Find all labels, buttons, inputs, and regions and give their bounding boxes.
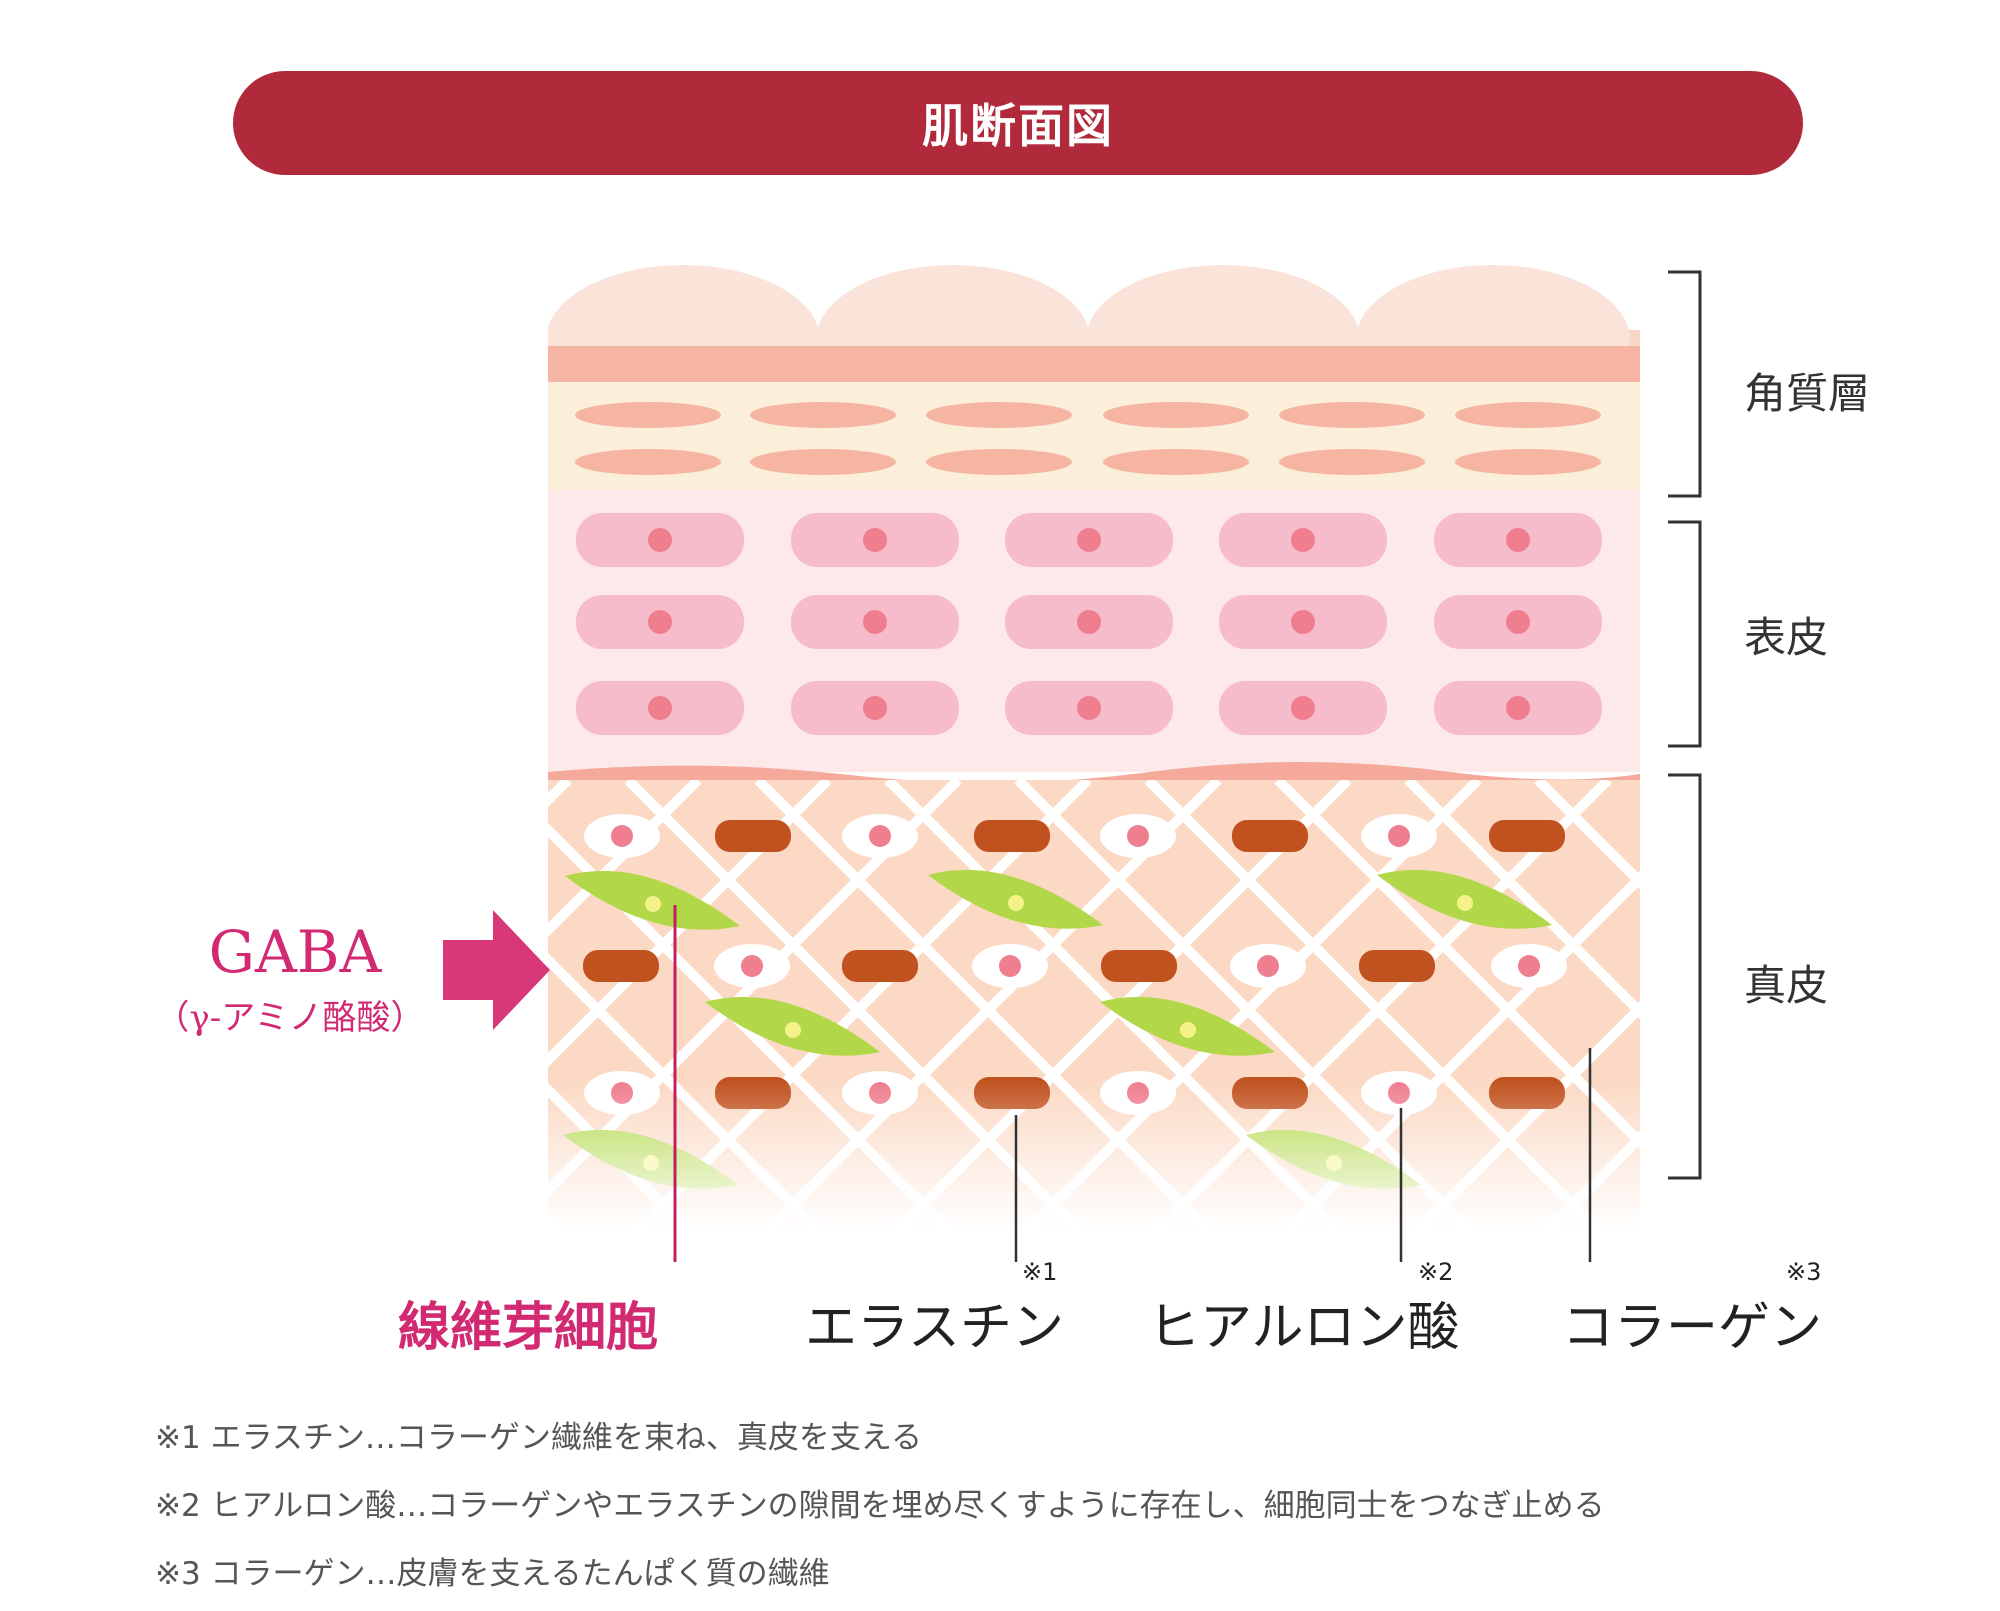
fibroblast-nucleus bbox=[1008, 895, 1024, 911]
label-elastin-mark: ※1 bbox=[1022, 1258, 1058, 1286]
footnote-3: ※3 コラーゲン…皮膚を支えるたんぱく質の繊維 bbox=[155, 1556, 830, 1592]
hyaluronic-nucleus bbox=[999, 955, 1021, 977]
collagen-fiber bbox=[1668, 780, 2000, 1240]
corneum-cell bbox=[1103, 402, 1249, 428]
epidermis-nucleus bbox=[1291, 696, 1315, 720]
corneum-cell bbox=[750, 449, 896, 475]
hyaluronic-nucleus bbox=[741, 955, 763, 977]
label-hyaluronic: ヒアルロン酸 bbox=[1148, 1298, 1460, 1358]
elastin-fiber bbox=[1359, 950, 1435, 982]
hyaluronic-nucleus bbox=[1127, 825, 1149, 847]
dermis-fade bbox=[548, 1080, 1640, 1230]
fibroblast-nucleus bbox=[1180, 1022, 1196, 1038]
corneum-cell bbox=[575, 449, 721, 475]
label-elastin: エラスチン bbox=[805, 1298, 1064, 1358]
elastin-fiber bbox=[583, 950, 659, 982]
collagen-fiber bbox=[1928, 780, 2000, 1240]
epidermis-nucleus bbox=[648, 696, 672, 720]
corneum-cells bbox=[575, 402, 1601, 475]
epidermis-nucleus bbox=[863, 610, 887, 634]
bracket-dermis bbox=[1668, 773, 1702, 1180]
corneum-cell bbox=[1455, 449, 1601, 475]
epidermis-nucleus bbox=[1077, 528, 1101, 552]
stratum-corneum-bumps bbox=[548, 265, 1640, 350]
bracket-epidermis bbox=[1668, 520, 1702, 748]
collagen-fiber bbox=[548, 780, 832, 1068]
corneum-cell bbox=[1279, 449, 1425, 475]
label-collagen: コラーゲン bbox=[1562, 1298, 1823, 1358]
fibroblast-nucleus bbox=[785, 1022, 801, 1038]
elastin-fiber bbox=[715, 820, 791, 852]
bracket-stratum-corneum bbox=[1668, 270, 1702, 498]
epidermis-nucleus bbox=[1077, 610, 1101, 634]
label-hyaluronic-mark: ※2 bbox=[1418, 1258, 1454, 1286]
collagen-fiber bbox=[1798, 780, 2000, 1240]
label-fibroblast: 線維芽細胞 bbox=[398, 1297, 659, 1358]
hyaluronic-nucleus bbox=[869, 825, 891, 847]
gaba-label: GABA bbox=[208, 918, 382, 986]
footnote-1: ※1 エラスチン…コラーゲン繊維を束ね、真皮を支える bbox=[155, 1420, 922, 1456]
title-bar: 肌断面図 bbox=[233, 71, 1803, 175]
epidermis-nucleus bbox=[1506, 610, 1530, 634]
collagen-fiber bbox=[1798, 780, 2000, 1240]
epidermis-nucleus bbox=[1077, 696, 1101, 720]
corneum-cell bbox=[575, 402, 721, 428]
epidermis-nucleus bbox=[1506, 528, 1530, 552]
stratum-corneum-band bbox=[548, 346, 1640, 382]
page-title: 肌断面図 bbox=[922, 99, 1114, 153]
elastin-fiber bbox=[1232, 820, 1308, 852]
epidermis-cells bbox=[576, 513, 1602, 735]
hyaluronic-nucleus bbox=[1388, 825, 1410, 847]
stratum-corneum-cream bbox=[548, 382, 1640, 490]
gaba-arrow bbox=[443, 910, 550, 1030]
label-collagen-mark: ※3 bbox=[1786, 1258, 1822, 1286]
epidermis-nucleus bbox=[863, 696, 887, 720]
corneum-cell bbox=[1455, 402, 1601, 428]
gaba-sublabel: （γ-アミノ酪酸） bbox=[155, 998, 425, 1038]
corneum-cell bbox=[1103, 449, 1249, 475]
fibroblast-nucleus bbox=[1457, 895, 1473, 911]
layer-label-stratum-corneum: 角質層 bbox=[1744, 369, 1871, 418]
layer-label-dermis: 真皮 bbox=[1744, 961, 1829, 1010]
corneum-cell bbox=[926, 402, 1072, 428]
fibroblast-nucleus bbox=[645, 896, 661, 912]
elastin-fiber bbox=[1489, 820, 1565, 852]
layer-label-epidermis: 表皮 bbox=[1744, 613, 1829, 662]
epidermis-nucleus bbox=[648, 610, 672, 634]
epidermis-nucleus bbox=[648, 528, 672, 552]
corneum-cell bbox=[926, 449, 1072, 475]
hyaluronic-nucleus bbox=[611, 825, 633, 847]
hyaluronic-nucleus bbox=[1518, 955, 1540, 977]
epidermis-nucleus bbox=[1506, 696, 1530, 720]
collagen-fiber bbox=[1928, 780, 2000, 1240]
collagen-fiber bbox=[1668, 780, 2000, 1240]
elastin-fiber bbox=[842, 950, 918, 982]
epidermis-nucleus bbox=[1291, 528, 1315, 552]
hyaluronic-nucleus bbox=[1257, 955, 1279, 977]
corneum-cell bbox=[1279, 402, 1425, 428]
epidermis-nucleus bbox=[863, 528, 887, 552]
footnote-2: ※2 ヒアルロン酸…コラーゲンやエラスチンの隙間を埋め尽くすように存在し、細胞同… bbox=[155, 1488, 1605, 1524]
corneum-cell bbox=[750, 402, 896, 428]
elastin-fiber bbox=[974, 820, 1050, 852]
epidermis-nucleus bbox=[1291, 610, 1315, 634]
collagen-fiber bbox=[1534, 780, 1640, 890]
elastin-fiber bbox=[1101, 950, 1177, 982]
